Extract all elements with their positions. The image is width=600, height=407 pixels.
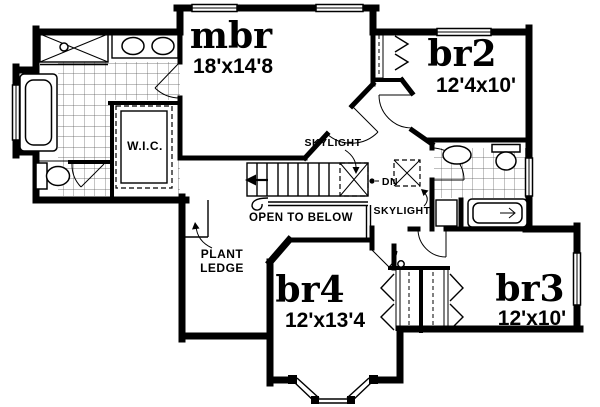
br4-door	[369, 247, 398, 268]
mbr-door	[326, 105, 379, 144]
railing	[268, 201, 372, 241]
mbr-bath-door	[154, 61, 181, 99]
br4-name: br4	[275, 269, 344, 311]
toilet-icon	[35, 162, 71, 190]
staircase: DN OPEN TO BELOW	[245, 162, 398, 241]
br3-window	[572, 252, 582, 306]
skylight-hall-label: SKYLIGHT	[373, 205, 430, 217]
shower-icon	[39, 33, 109, 66]
tub-window	[11, 84, 21, 141]
skylight-stairs-label: SKYLIGHT	[304, 137, 361, 149]
main-bath-window	[524, 157, 534, 197]
mbr-window-left	[191, 3, 238, 13]
vanity-double-sink-icon	[111, 33, 179, 59]
br2-dims: 12'4x10'	[436, 74, 516, 97]
br4-dims: 12'x13'4	[285, 309, 365, 332]
br2-door	[378, 94, 413, 129]
linen-closet	[435, 199, 458, 227]
mbr-dims: 18'x14'8	[193, 55, 273, 78]
newel-curl	[251, 197, 269, 211]
windows	[11, 3, 582, 404]
walk-in-closet: W.I.C.	[115, 105, 173, 189]
mbr-window-right	[315, 3, 364, 13]
br2-name: br2	[427, 33, 496, 75]
br3-door	[417, 228, 447, 258]
bay-window	[288, 375, 378, 404]
plant-ledge-label-1: PLANT	[201, 247, 244, 261]
bathtub-icon	[19, 73, 58, 152]
room-labels: mbr 18'x14'8 br2 12'4x10' br4 12'x13'4 b…	[190, 15, 566, 332]
stair-skylight	[339, 162, 369, 197]
toilet2-icon	[491, 143, 521, 171]
skylight-callout-stairs: SKYLIGHT	[304, 137, 361, 174]
br3-name: br3	[495, 268, 564, 310]
wic-label: W.I.C.	[127, 139, 163, 153]
open-to-below-label: OPEN TO BELOW	[249, 212, 353, 224]
hall-skylight	[393, 159, 421, 187]
mbr-name: mbr	[190, 15, 273, 57]
plant-ledge-label-2: LEDGE	[200, 261, 244, 275]
plant-ledge: PLANT LEDGE	[185, 200, 244, 275]
bath-compartment-door	[71, 163, 105, 188]
stair-direction-arrow	[245, 174, 268, 186]
skylight-callout-hall: SKYLIGHT	[373, 189, 430, 217]
master-bath: W.I.C.	[19, 33, 181, 190]
br2-window	[436, 27, 492, 37]
bathtub2-icon	[467, 198, 528, 228]
br3-dims: 12'x10'	[498, 307, 566, 330]
interior-walls	[36, 27, 538, 333]
sink-icon	[442, 145, 472, 165]
br2-closet	[374, 32, 410, 79]
bedroom-closets	[380, 260, 464, 331]
main-bath	[435, 143, 528, 228]
